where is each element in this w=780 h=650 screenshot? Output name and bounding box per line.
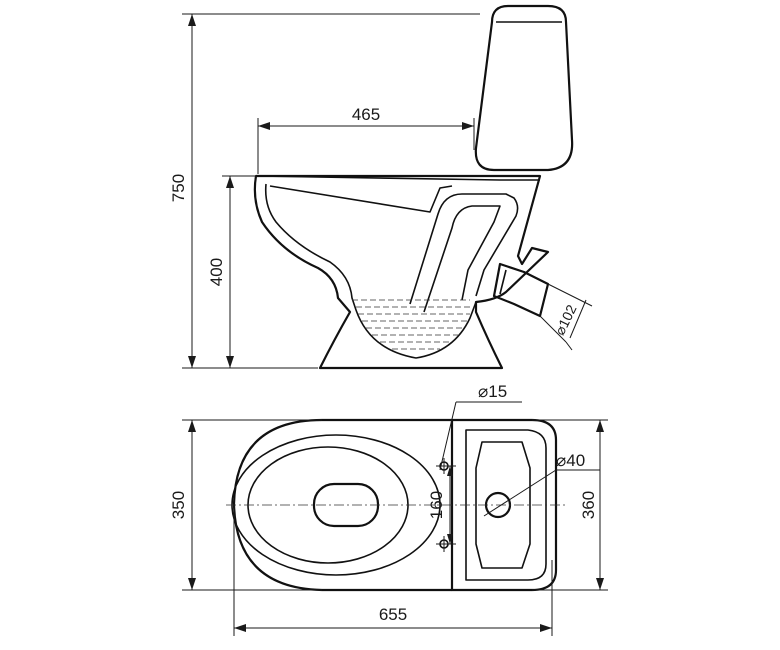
water-lines [352, 299, 470, 350]
dim-label-15: ⌀15 [478, 382, 507, 401]
outlet-inner [499, 269, 507, 295]
outlet-pipe [492, 262, 550, 318]
dim-label-465: 465 [352, 105, 380, 124]
dim-label-160: 160 [427, 491, 446, 519]
trap-channel [409, 193, 519, 313]
bowl-shelf [269, 185, 453, 213]
dim-350 [182, 419, 322, 591]
dim-label-750: 750 [169, 174, 188, 202]
dim-label-360: 360 [579, 491, 598, 519]
dim-label-400: 400 [207, 258, 226, 286]
tank-top-inner [465, 429, 547, 581]
bowl-rim [257, 175, 540, 181]
bowl-outer [253, 174, 550, 370]
dim-465 [257, 118, 475, 174]
dim-label-350: 350 [169, 491, 188, 519]
leader-15 [439, 401, 522, 471]
leader-40 [483, 469, 600, 517]
dim-655 [233, 504, 553, 636]
dim-400 [222, 175, 256, 368]
dim-750 [182, 13, 480, 369]
tank-top-well [475, 441, 531, 569]
dim-102 [539, 283, 593, 351]
dim-160 [444, 465, 456, 545]
bowl-inner [264, 183, 477, 359]
dim-label-655: 655 [379, 605, 407, 624]
dim-label-102: ⌀102 [551, 302, 579, 338]
side-view: 750 400 465 ⌀102 [169, 4, 593, 370]
dim-360 [532, 419, 608, 591]
dim-label-40: ⌀40 [556, 451, 585, 470]
top-view: 350 360 655 160 [169, 382, 608, 636]
tank-side [474, 4, 574, 172]
